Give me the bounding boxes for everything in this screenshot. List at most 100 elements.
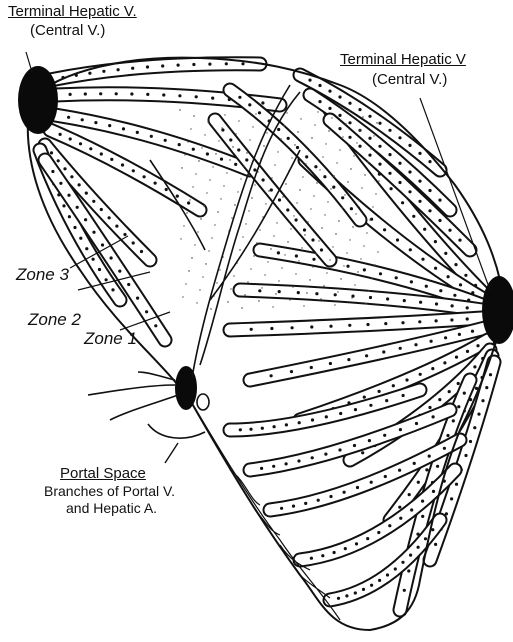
hepatocyte-nucleus — [410, 280, 413, 283]
sinusoid-stipple — [224, 114, 225, 115]
hepatocyte-nucleus — [318, 100, 321, 103]
sinusoid-stipple — [371, 277, 372, 278]
sinusoid-stipple — [332, 246, 333, 247]
hepatocyte-nucleus — [111, 288, 114, 291]
hepatocyte-nucleus — [423, 228, 426, 231]
sinusoid-stipple — [320, 298, 321, 299]
hepatocyte-nucleus — [70, 175, 73, 178]
zone1-label: Zone 1 — [84, 330, 137, 349]
sinusoid-stipple — [354, 284, 355, 285]
hepatocyte-nucleus — [344, 547, 347, 550]
hepatocyte-nucleus — [337, 597, 340, 600]
sinusoid-stipple — [238, 120, 239, 121]
hepatocyte-nucleus — [318, 84, 321, 87]
hepatocyte-nucleus — [368, 154, 371, 157]
sinusoid-stipple — [365, 303, 366, 304]
sinusoid-stipple — [348, 110, 349, 111]
sinusoid-stipple — [370, 148, 371, 149]
sinusoid-stipple — [298, 260, 299, 261]
hepatocyte-nucleus — [438, 199, 441, 202]
hepatocyte-nucleus — [311, 456, 314, 459]
hepatocyte-nucleus — [356, 486, 359, 489]
hepatocyte-nucleus — [98, 268, 101, 271]
sinusoid-stipple — [235, 133, 236, 134]
sinusoid-stipple — [259, 229, 260, 230]
sinusoid-stipple — [315, 253, 316, 254]
hepatocyte-nucleus — [81, 118, 84, 121]
hepatocyte-nucleus — [361, 451, 364, 454]
hepatocyte-nucleus — [305, 155, 308, 158]
hepatocyte-nucleus — [370, 481, 373, 484]
hepatocyte-nucleus — [79, 237, 82, 240]
hepatocyte-nucleus — [176, 195, 179, 198]
hepatocyte-nucleus — [428, 189, 431, 192]
hepatocyte-nucleus — [208, 63, 211, 66]
hepatocyte-nucleus — [88, 72, 91, 75]
hepatocyte-nucleus — [434, 267, 437, 270]
hepatocyte-nucleus — [92, 231, 95, 234]
sinusoid-stipple — [309, 279, 310, 280]
hepatocyte-nucleus — [315, 292, 318, 295]
hepatocyte-nucleus — [105, 278, 108, 281]
hepatocyte-nucleus — [408, 493, 411, 496]
sinusoid-stipple — [182, 296, 183, 297]
hepatocyte-nucleus — [464, 274, 467, 277]
sinusoid-stipple — [360, 258, 361, 259]
hepatocyte-nucleus — [434, 240, 437, 243]
hepatocyte-nucleus — [165, 188, 168, 191]
sinusoid-stipple — [211, 237, 212, 238]
hepatocyte-nucleus — [345, 594, 348, 597]
hepatocyte-nucleus — [290, 370, 293, 373]
hepatocyte-nucleus — [108, 216, 111, 219]
hepatocyte-nucleus — [117, 68, 120, 71]
hepatocyte-nucleus — [418, 180, 421, 183]
sinusoid-stipple — [291, 157, 292, 158]
sinusoid-stipple — [285, 183, 286, 184]
hepatocyte-nucleus — [154, 182, 157, 185]
sinusoid-stipple — [254, 184, 255, 185]
sinusoid-stipple — [316, 182, 317, 183]
sinusoid-stipple — [366, 232, 367, 233]
hepatocyte-nucleus — [350, 207, 353, 210]
hepatocyte-nucleus — [439, 289, 442, 292]
sinusoid-stipple — [349, 239, 350, 240]
sinusoid-stipple — [369, 219, 370, 220]
hepatocyte-nucleus — [383, 434, 386, 437]
hepatocyte-nucleus — [398, 181, 401, 184]
hepatocyte-nucleus — [432, 490, 435, 493]
sinusoid-stipple — [319, 169, 320, 170]
hepatocyte-nucleus — [450, 497, 453, 500]
sinusoid-stipple — [292, 286, 293, 287]
hepatocyte-nucleus — [363, 396, 366, 399]
sinusoid-stipple — [215, 153, 216, 154]
hepatocyte-nucleus — [424, 537, 427, 540]
hepatocyte-nucleus — [178, 94, 181, 97]
hepatocyte-nucleus — [89, 147, 92, 150]
hepatocyte-nucleus — [229, 138, 232, 141]
sinusoid-stipple — [327, 201, 328, 202]
sinusoid-stipple — [300, 118, 301, 119]
hepatocyte-nucleus — [355, 542, 358, 545]
hepatocyte-nucleus — [280, 507, 283, 510]
hepatocyte-nucleus — [421, 500, 424, 503]
sinusoid-stipple — [232, 146, 233, 147]
hepatocyte-nucleus — [121, 163, 124, 166]
hepatocyte-nucleus — [261, 101, 264, 104]
sinusoid-stipple — [304, 234, 305, 235]
hepatocyte-nucleus — [399, 428, 402, 431]
hepatocyte-nucleus — [92, 258, 95, 261]
hepatocyte-nucleus — [285, 423, 288, 426]
sinusoid-stipple — [271, 177, 272, 178]
sinusoid-stipple — [299, 189, 300, 190]
hepatocyte-nucleus — [489, 373, 492, 376]
sinusoid-stipple — [317, 111, 318, 112]
sinusoid-stipple — [268, 190, 269, 191]
hepatocyte-nucleus — [343, 491, 346, 494]
sinusoid-stipple — [199, 289, 200, 290]
hepatocyte-nucleus — [448, 229, 451, 232]
sinusoid-stipple — [206, 192, 207, 193]
sinusoid-stipple — [376, 122, 377, 123]
hepatocyte-nucleus — [378, 145, 381, 148]
hepatocyte-nucleus — [146, 93, 149, 96]
sinusoid-stipple — [335, 233, 336, 234]
